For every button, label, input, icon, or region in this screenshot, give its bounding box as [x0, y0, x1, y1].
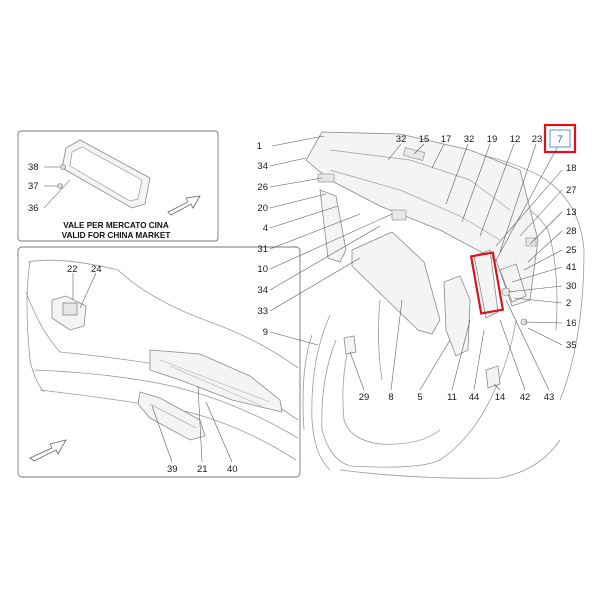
label-19: 19 [487, 134, 498, 145]
label-14: 14 [495, 392, 506, 403]
label-23: 23 [532, 134, 543, 145]
label-38: 38 [28, 162, 39, 173]
highlight-box-reference [543, 123, 577, 154]
label-4: 4 [263, 223, 268, 234]
label-30: 30 [566, 281, 577, 292]
label-21: 21 [197, 464, 208, 475]
label-5: 5 [417, 392, 422, 403]
label-39: 39 [167, 464, 178, 475]
label-33: 33 [257, 306, 268, 317]
highlight-box-part [469, 251, 505, 315]
label-20: 20 [257, 203, 268, 214]
label-24: 24 [91, 264, 102, 275]
label-8: 8 [388, 392, 393, 403]
label-28: 28 [566, 226, 577, 237]
label-37: 37 [28, 181, 39, 192]
label-40: 40 [227, 464, 238, 475]
label-34: 34 [257, 161, 268, 172]
label-26: 26 [257, 182, 268, 193]
label-25: 25 [566, 245, 577, 256]
label-41: 41 [566, 262, 577, 273]
main-tailgate-drawing: 7 1 34 26 20 4 31 10 34 33 9 32 15 17 32… [257, 123, 585, 479]
label-15: 15 [419, 134, 430, 145]
label-42: 42 [520, 392, 531, 403]
label-9: 9 [263, 327, 268, 338]
label-2: 2 [566, 298, 571, 309]
label-36: 36 [28, 203, 39, 214]
label-18: 18 [566, 163, 577, 174]
label-1: 1 [257, 141, 262, 152]
label-29: 29 [359, 392, 370, 403]
caption-china-en: VALID FOR CHINA MARKET [62, 231, 171, 240]
label-31: 31 [257, 244, 268, 255]
inset-rear-bumper: 22 24 39 21 40 [17, 246, 301, 478]
reference-inner-box [549, 129, 571, 148]
label-34b: 34 [257, 285, 268, 296]
label-11: 11 [447, 392, 457, 403]
label-22: 22 [67, 264, 78, 275]
label-32: 32 [396, 134, 407, 145]
label-10: 10 [257, 264, 268, 275]
label-17: 17 [441, 134, 452, 145]
label-43: 43 [544, 392, 555, 403]
label-13: 13 [566, 207, 577, 218]
label-44: 44 [469, 392, 480, 403]
label-32b: 32 [464, 134, 475, 145]
label-16: 16 [566, 318, 577, 329]
label-12: 12 [510, 134, 521, 145]
reference-number: 7 [557, 135, 563, 146]
label-27: 27 [566, 185, 577, 196]
label-35: 35 [566, 340, 577, 351]
leader-lines [269, 135, 563, 391]
inset-china-market: 38 37 36 VALE PER MERCATO CINA VALID FOR… [17, 130, 219, 242]
caption-china-it: VALE PER MERCATO CINA [63, 221, 169, 230]
